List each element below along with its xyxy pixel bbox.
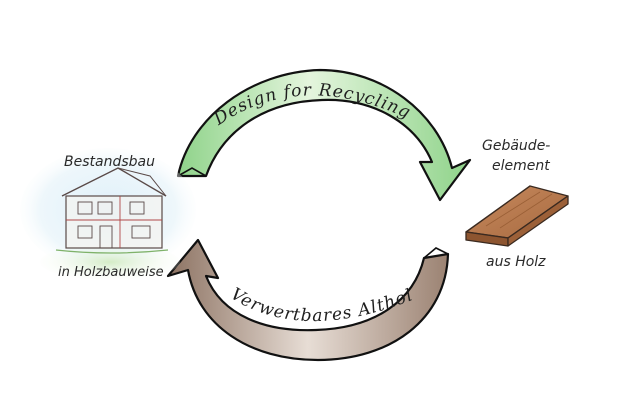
- right-label-line1: Gebäude-: [482, 138, 550, 154]
- left-label-top: Bestandsbau: [64, 154, 155, 170]
- left-label-bottom: in Holzbauweise: [58, 265, 164, 280]
- right-label-line2: element: [492, 158, 550, 174]
- bottom-arrow: [166, 238, 450, 362]
- house-illustration: [20, 148, 196, 280]
- top-arrow: [176, 68, 472, 202]
- wood-plank-illustration: [465, 185, 569, 247]
- right-label-bottom: aus Holz: [486, 254, 546, 270]
